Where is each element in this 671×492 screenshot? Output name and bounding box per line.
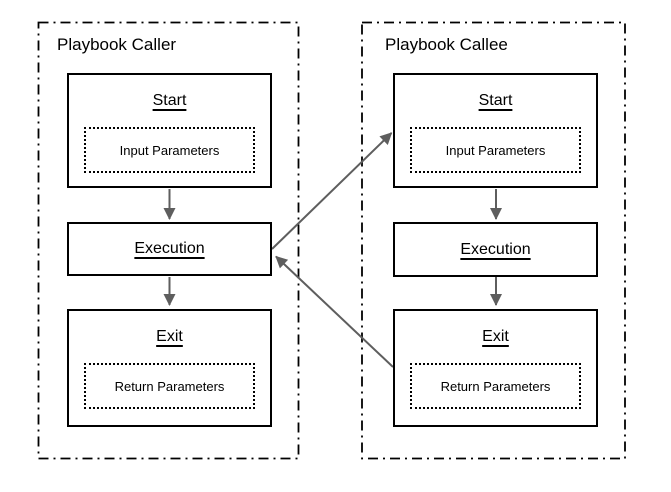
callee-execution-label: Execution [460, 240, 531, 258]
callee-return-parameters-box: Return Parameters [410, 363, 581, 409]
caller-exit-node: Exit Return Parameters [67, 309, 272, 427]
arrow-callee-exit-to-caller-execution [275, 255, 394, 368]
caller-execution-label: Execution [134, 240, 205, 257]
callee-execution-node: Execution [393, 222, 598, 277]
callee-container-title: Playbook Callee [385, 35, 508, 54]
caller-execution-node: Execution [67, 222, 272, 276]
caller-container-title: Playbook Caller [57, 35, 177, 54]
caller-exit-label: Exit [156, 328, 183, 345]
callee-exit-label: Exit [482, 328, 509, 345]
caller-input-parameters-box: Input Parameters [84, 127, 255, 173]
caller-start-label: Start [152, 92, 187, 109]
callee-start-label: Start [478, 92, 513, 109]
callee-input-parameters-box: Input Parameters [410, 127, 581, 173]
callee-exit-node: Exit Return Parameters [393, 309, 598, 427]
callee-start-node: Start Input Parameters [393, 73, 598, 188]
caller-return-parameters-box: Return Parameters [84, 363, 255, 409]
caller-start-node: Start Input Parameters [67, 73, 272, 188]
arrow-caller-execution-to-callee-start [271, 132, 393, 250]
